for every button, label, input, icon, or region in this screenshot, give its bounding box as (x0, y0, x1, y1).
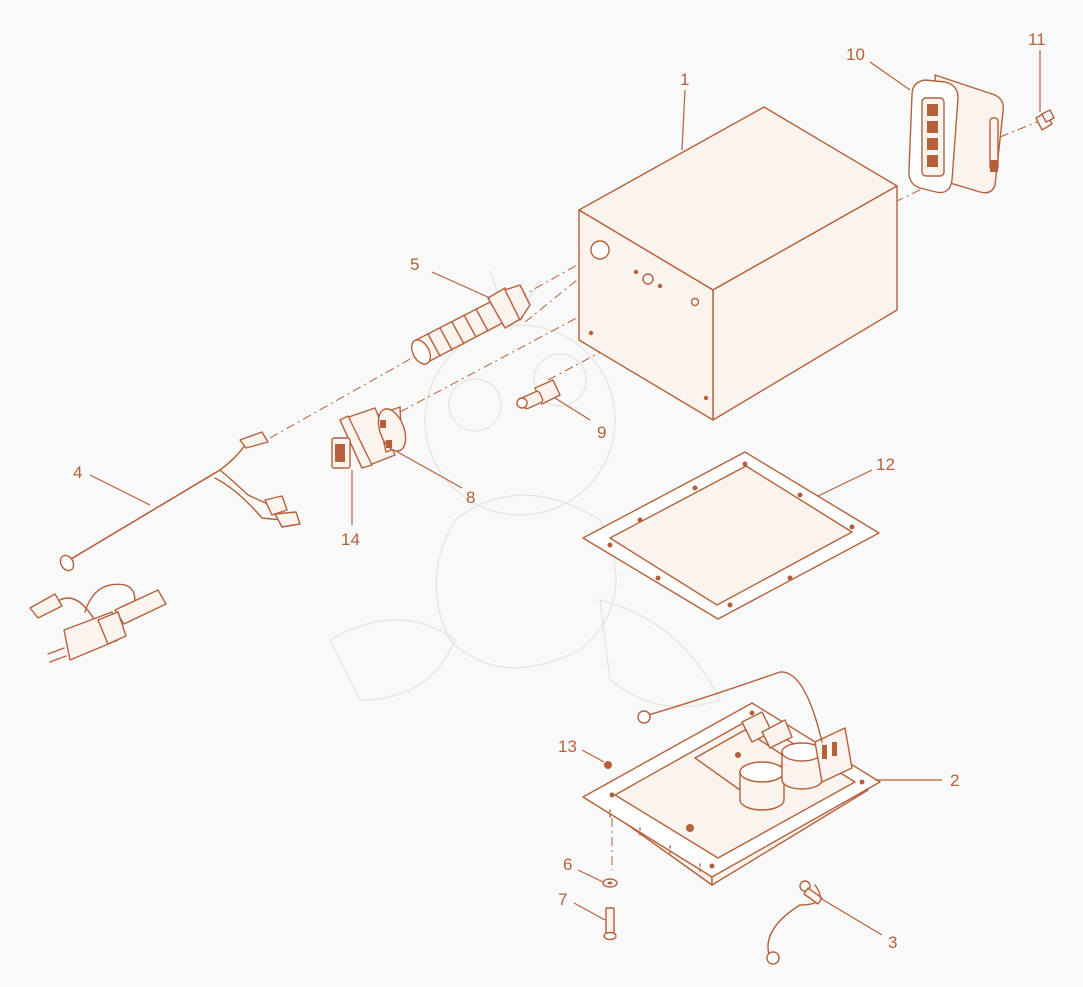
callout-8: 8 (466, 488, 475, 507)
callout-11: 11 (1028, 30, 1046, 49)
part-12-gasket (582, 451, 880, 620)
callout-6: 6 (563, 855, 572, 874)
callout-7: 7 (558, 890, 567, 909)
part-4-cable-assembly (59, 431, 301, 572)
callout-4: 4 (73, 463, 82, 482)
part-10-connector-housing (908, 74, 1005, 194)
callout-14: 14 (341, 530, 360, 549)
part-3-ground-wire (766, 880, 823, 965)
callout-12: 12 (876, 455, 895, 474)
part-5-cable-gland (410, 284, 531, 365)
part-14-rotary-switch (331, 406, 407, 469)
part-9-small-plug (516, 379, 561, 410)
part-6-washer (602, 878, 618, 888)
callout-2: 2 (950, 771, 959, 790)
callout-13: 13 (558, 737, 577, 756)
callout-numbers: 1 10 11 5 9 4 8 14 12 13 2 6 7 3 (73, 30, 1046, 952)
callout-5: 5 (410, 255, 419, 274)
watermark (329, 269, 721, 708)
callout-1: 1 (680, 70, 689, 89)
callout-9: 9 (597, 423, 606, 442)
callout-10: 10 (846, 45, 865, 64)
callout-3: 3 (888, 933, 897, 952)
part-7-bolt (603, 907, 617, 941)
part-1-enclosure-box (578, 106, 898, 421)
power-cord-plug (29, 583, 167, 663)
part-11-screw (1035, 109, 1055, 131)
leader-lines (89, 50, 1041, 936)
part-2-base-plate-assembly (582, 671, 881, 886)
part-13-nut (604, 761, 612, 769)
